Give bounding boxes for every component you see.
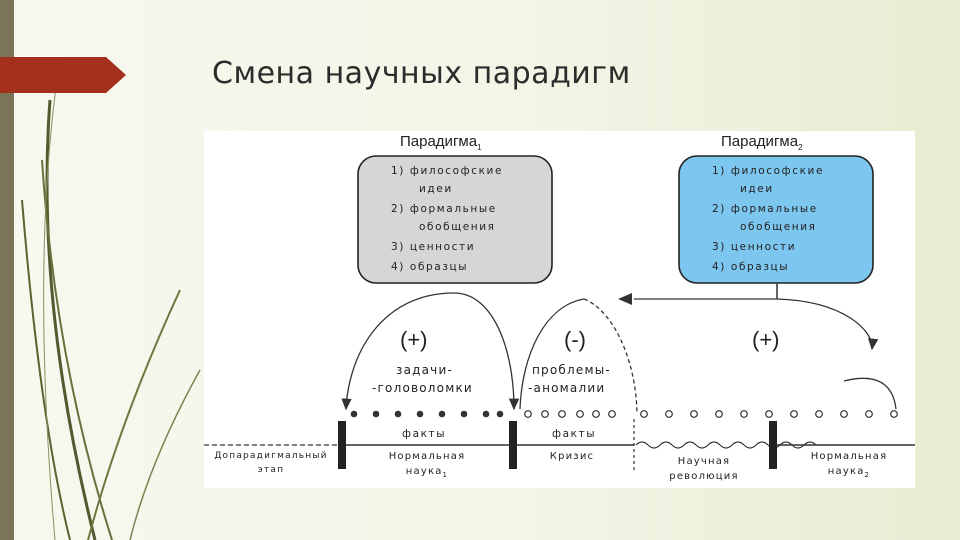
- paradigm1-item-1: 1) философские: [391, 165, 504, 177]
- label-facts-1: факты: [402, 428, 447, 440]
- sign-plus-right: (+): [752, 327, 780, 352]
- paradigm2-item-2: идеи: [740, 183, 774, 195]
- slide-title: Смена научных парадигм: [212, 56, 631, 91]
- phase-normal2-2: наука2: [827, 466, 871, 479]
- paradigm2-item-5: 3) ценности: [712, 241, 797, 253]
- diagram-graphics: [204, 155, 915, 471]
- paradigm1-item-3: 2) формальные: [391, 203, 497, 215]
- label-puzzles-1: задачи-: [396, 363, 454, 377]
- arc-middle: [519, 298, 585, 410]
- arc-left-right: [453, 292, 520, 411]
- phase-normal1-1: Нормальная: [388, 451, 466, 462]
- label-anomalies-2: -аномалии: [528, 381, 606, 395]
- title-marker-arrow: [0, 57, 126, 93]
- paradigm1-title: Парадигма1: [400, 133, 482, 152]
- paradigm2-item-4: обобщения: [740, 221, 817, 233]
- boundary-bar-1: [338, 421, 346, 469]
- paradigm1-item-2: идеи: [419, 183, 453, 195]
- sign-minus: (-): [564, 327, 586, 352]
- phase-crisis: Кризис: [549, 451, 595, 462]
- paradigm1-item-5: 3) ценности: [391, 241, 476, 253]
- phase-preparadigm-1: Допарадигмальный: [214, 451, 328, 461]
- sign-plus-left: (+): [400, 327, 428, 352]
- arc-left: [341, 292, 455, 411]
- phase-normal1-2: наука1: [405, 466, 449, 479]
- paradigm-diagram: Парадигма1 1) философские идеи 2) формал…: [204, 131, 915, 488]
- paradigm2-title: Парадигма2: [721, 133, 803, 152]
- label-puzzles-2: -головоломки: [372, 381, 473, 395]
- arc-right: [776, 298, 879, 351]
- facts-dots-open: [524, 410, 898, 418]
- paradigm1-item-6: 4) образцы: [391, 261, 469, 273]
- arrow-to-crisis: [618, 293, 632, 305]
- paradigm1-box: [357, 155, 553, 284]
- label-anomalies-1: проблемы-: [532, 363, 611, 377]
- phase-revolution-2: революция: [669, 471, 739, 482]
- boundary-bar-2: [509, 421, 517, 469]
- paradigm2-box: [678, 155, 874, 284]
- paradigm2-item-6: 4) образцы: [712, 261, 790, 273]
- timeline-revolution: [635, 441, 817, 449]
- paradigm1-item-4: обобщения: [419, 221, 496, 233]
- phase-revolution-1: Научная: [677, 456, 731, 467]
- phase-preparadigm-2: этап: [257, 465, 285, 475]
- label-facts-2: факты: [552, 428, 597, 440]
- left-decor-bar: [0, 0, 14, 540]
- paradigm2-item-1: 1) философские: [712, 165, 825, 177]
- facts-dots-filled: [350, 410, 504, 418]
- boundary-bar-3: [769, 421, 777, 469]
- phase-normal2-1: Нормальная: [810, 451, 888, 462]
- paradigm2-item-3: 2) формальные: [712, 203, 818, 215]
